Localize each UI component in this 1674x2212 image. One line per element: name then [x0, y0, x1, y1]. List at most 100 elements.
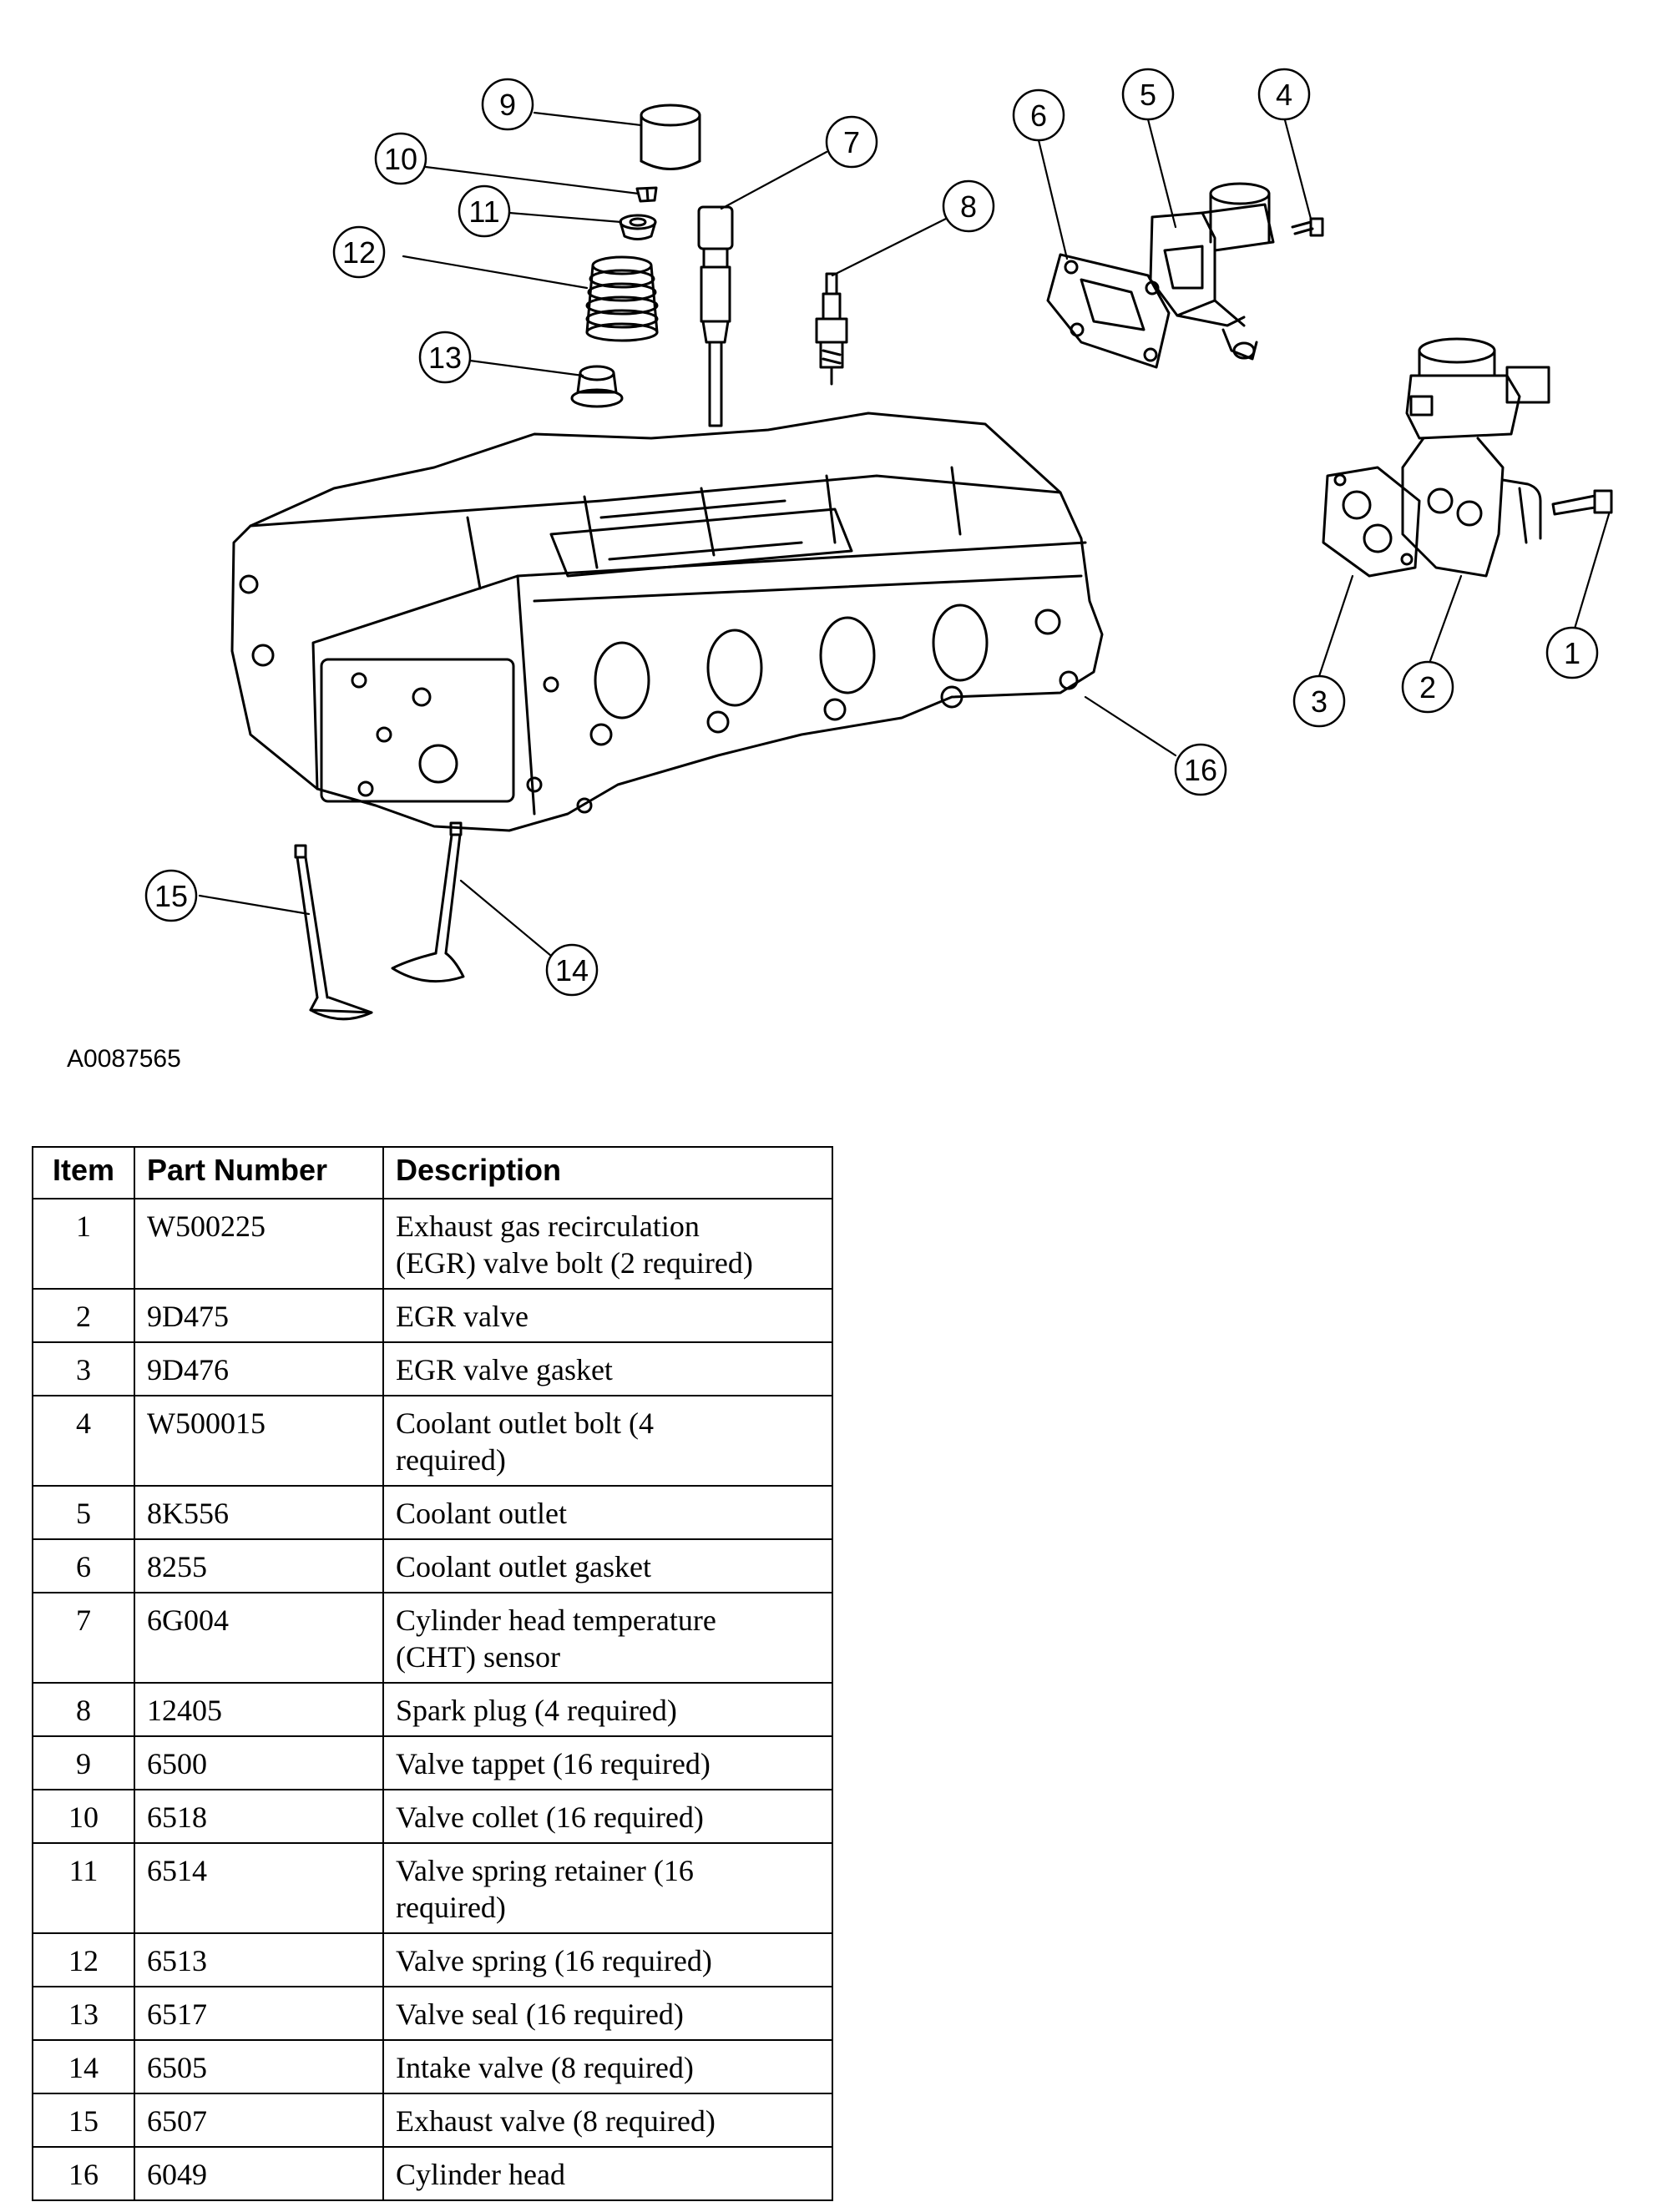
callout-label: 2 — [1419, 670, 1436, 705]
figure-id: A0087565 — [67, 1045, 181, 1073]
description-line: Valve tappet (16 required) — [396, 1747, 711, 1780]
description-line: Coolant outlet bolt (4 — [396, 1406, 654, 1440]
callout-label: 8 — [960, 189, 977, 224]
description-line: required) — [396, 1891, 506, 1924]
description-line: Exhaust gas recirculation — [396, 1210, 700, 1243]
description-cell: Exhaust valve (8 required) — [382, 2093, 833, 2148]
description-line: (CHT) sensor — [396, 1640, 560, 1674]
callout-13: 13 — [418, 331, 472, 384]
valve-seal-drawing — [570, 365, 624, 408]
description-line: Intake valve (8 required) — [396, 2051, 694, 2084]
description-line: Valve spring (16 required) — [396, 1944, 712, 1977]
description-cell: Valve spring retainer (16 required) — [382, 1842, 833, 1934]
callouts: 1 2 3 4 5 6 7 8 9 10 11 12 13 14 15 16 — [144, 68, 1599, 997]
description-cell: Valve collet (16 required) — [382, 1789, 833, 1844]
part-number-cell: 6517 — [134, 1986, 384, 2041]
table-header-row: Item Part Number Description — [32, 1146, 833, 1199]
callout-label: 4 — [1276, 78, 1292, 112]
description-cell: EGR valve — [382, 1288, 833, 1343]
callout-label: 6 — [1030, 98, 1047, 133]
callout-15: 15 — [144, 869, 198, 922]
description-cell: Coolant outlet — [382, 1485, 833, 1540]
callout-4: 4 — [1257, 68, 1311, 121]
description-line: Coolant outlet — [396, 1497, 567, 1530]
egr-valve-gasket-drawing — [1322, 466, 1421, 578]
part-number-cell: 6507 — [134, 2093, 384, 2148]
callout-label: 9 — [499, 88, 516, 122]
description-cell: Coolant outlet gasket — [382, 1538, 833, 1593]
callout-leaders — [198, 111, 1611, 957]
callout-16: 16 — [1174, 743, 1227, 796]
valve-collet-drawing — [635, 186, 658, 203]
callout-8: 8 — [942, 179, 995, 233]
item-cell: 6 — [32, 1538, 135, 1593]
cht-sensor-drawing — [697, 205, 734, 427]
item-cell: 9 — [32, 1735, 135, 1790]
column-header-description: Description — [382, 1146, 833, 1199]
description-line: Valve spring retainer (16 — [396, 1854, 694, 1887]
part-number-cell: W500015 — [134, 1395, 384, 1487]
callout-12: 12 — [332, 225, 386, 279]
coolant-outlet-bolt-drawing — [1291, 217, 1324, 237]
callout-label: 12 — [342, 235, 376, 270]
column-header-item: Item — [32, 1146, 135, 1199]
valve-tappet-drawing — [640, 104, 701, 170]
callout-label: 14 — [555, 953, 589, 987]
description-line: EGR valve gasket — [396, 1353, 613, 1386]
callout-label: 5 — [1140, 78, 1156, 112]
description-cell: Cylinder head — [382, 2146, 833, 2201]
callout-14: 14 — [545, 943, 599, 997]
spark-plug-drawing — [815, 272, 848, 386]
description-line: Exhaust valve (8 required) — [396, 2104, 716, 2138]
callout-9: 9 — [481, 78, 534, 131]
description-cell: Spark plug (4 required) — [382, 1682, 833, 1737]
description-line: Coolant outlet gasket — [396, 1550, 651, 1583]
item-cell: 15 — [32, 2093, 135, 2148]
description-cell: Intake valve (8 required) — [382, 2039, 833, 2094]
item-cell: 4 — [32, 1395, 135, 1487]
item-cell: 3 — [32, 1341, 135, 1396]
exploded-parts-diagram: 1 2 3 4 5 6 7 8 9 10 11 12 13 14 15 16 — [144, 68, 1613, 1021]
callout-10: 10 — [374, 132, 427, 185]
coolant-outlet-drawing — [1149, 182, 1275, 361]
callout-7: 7 — [825, 115, 878, 169]
description-line: (EGR) valve bolt (2 required) — [396, 1246, 753, 1280]
item-cell: 16 — [32, 2146, 135, 2201]
item-cell: 5 — [32, 1485, 135, 1540]
item-cell: 13 — [32, 1986, 135, 2041]
intake-valve-drawing — [391, 821, 465, 983]
description-line: required) — [396, 1443, 506, 1477]
item-cell: 1 — [32, 1198, 135, 1290]
valve-spring-retainer-drawing — [619, 214, 657, 240]
part-number-cell: 9D475 — [134, 1288, 384, 1343]
item-cell: 11 — [32, 1842, 135, 1934]
part-number-cell: 6513 — [134, 1932, 384, 1987]
callout-label: 13 — [428, 341, 462, 375]
callout-11: 11 — [458, 184, 511, 238]
item-cell: 2 — [32, 1288, 135, 1343]
description-cell: Valve spring (16 required) — [382, 1932, 833, 1987]
description-cell: Valve seal (16 required) — [382, 1986, 833, 2041]
item-cell: 12 — [32, 1932, 135, 1987]
part-number-cell: 6514 — [134, 1842, 384, 1934]
column-header-part-number: Part Number — [134, 1146, 384, 1199]
callout-5: 5 — [1121, 68, 1175, 121]
description-cell: Valve tappet (16 required) — [382, 1735, 833, 1790]
part-number-cell: 12405 — [134, 1682, 384, 1737]
callout-label: 11 — [468, 194, 499, 229]
description-cell: Cylinder head temperature(CHT) sensor — [382, 1592, 833, 1684]
part-number-cell: 6518 — [134, 1789, 384, 1844]
